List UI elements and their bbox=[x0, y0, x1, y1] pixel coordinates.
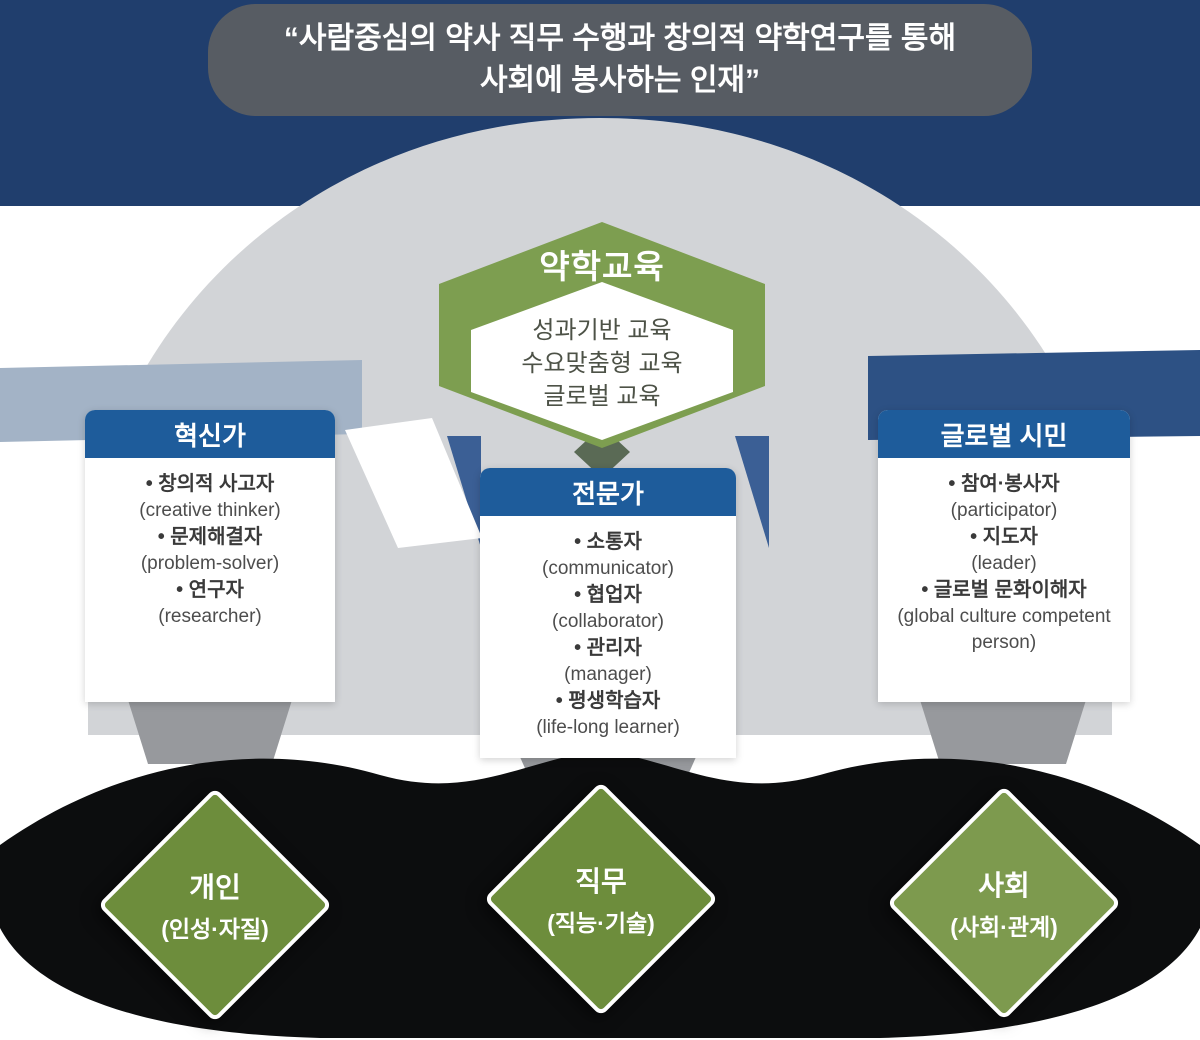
card-item-en: (global culture competent person) bbox=[897, 606, 1111, 653]
card-item-en: (communicator) bbox=[542, 558, 674, 579]
card-item-ko: • 지도자 bbox=[970, 526, 1038, 548]
card-item-en: (collaborator) bbox=[552, 611, 664, 632]
card-item-en: (manager) bbox=[564, 664, 652, 685]
vision-quote-bubble: “사람중심의 약사 직무 수행과 창의적 약학연구를 통해 사회에 봉사하는 인… bbox=[208, 4, 1032, 116]
card-innovator-body: • 창의적 사고자 (creative thinker) • 문제해결자 (pr… bbox=[85, 458, 335, 630]
card-item-ko: • 창의적 사고자 bbox=[145, 473, 275, 495]
card-global-citizen: 글로벌 시민 • 참여·봉사자 (participator) • 지도자 (le… bbox=[878, 410, 1130, 702]
vision-quote-line1: “사람중심의 약사 직무 수행과 창의적 약학연구를 통해 bbox=[283, 22, 957, 55]
card-innovator: 혁신가 • 창의적 사고자 (creative thinker) • 문제해결자… bbox=[85, 410, 335, 702]
diamond-line2: (인성·자질) bbox=[161, 916, 269, 942]
card-expert-title: 전문가 bbox=[480, 468, 736, 516]
card-global-citizen-body: • 참여·봉사자 (participator) • 지도자 (leader) •… bbox=[878, 458, 1130, 656]
card-item-ko: • 소통자 bbox=[574, 531, 642, 553]
pharmacy-education-hexagon: 약학교육 성과기반 교육 수요맞춤형 교육 글로벌 교육 bbox=[437, 220, 767, 460]
diamond-line2: (사회·관계) bbox=[950, 914, 1058, 940]
diamond-line1: 개인 bbox=[189, 872, 241, 903]
center-right-fold bbox=[735, 436, 769, 548]
card-item-ko: • 평생학습자 bbox=[555, 690, 661, 712]
white-arrow-shape bbox=[345, 418, 482, 548]
hexagon-item: 성과기반 교육 bbox=[532, 317, 672, 344]
card-item-ko: • 참여·봉사자 bbox=[948, 473, 1060, 495]
diamond-line1: 직무 bbox=[575, 866, 627, 897]
card-item-en: (leader) bbox=[971, 553, 1037, 574]
hexagon-item: 수요맞춤형 교육 bbox=[521, 350, 683, 377]
card-item-ko: • 연구자 bbox=[176, 579, 244, 601]
hexagon-items: 성과기반 교육 수요맞춤형 교육 글로벌 교육 bbox=[437, 314, 767, 413]
card-item-en: (problem-solver) bbox=[140, 553, 280, 574]
hexagon-shape bbox=[439, 222, 765, 448]
card-item-en: (researcher) bbox=[158, 606, 262, 627]
diamond-line2: (직능·기술) bbox=[547, 910, 655, 936]
right-card-stub bbox=[920, 700, 1086, 764]
card-item-ko: • 글로벌 문화이해자 bbox=[921, 579, 1087, 601]
hexagon-title: 약학교육 bbox=[539, 248, 665, 285]
card-expert: 전문가 • 소통자 (communicator) • 협업자 (collabor… bbox=[480, 468, 736, 758]
card-item-en: (life-long learner) bbox=[536, 717, 680, 738]
left-card-stub bbox=[128, 700, 292, 764]
diamond-personal-label: 개인 (인성·자질) bbox=[136, 826, 294, 984]
diamond-social-label: 사회 (사회·관계) bbox=[925, 824, 1083, 982]
card-global-citizen-title: 글로벌 시민 bbox=[878, 410, 1130, 458]
hexagon-inner bbox=[471, 282, 733, 440]
card-item-ko: • 문제해결자 bbox=[157, 526, 263, 548]
card-expert-body: • 소통자 (communicator) • 협업자 (collaborator… bbox=[480, 516, 736, 741]
card-item-ko: • 관리자 bbox=[574, 637, 642, 659]
card-item-ko: • 협업자 bbox=[574, 584, 642, 606]
card-item-en: (participator) bbox=[950, 500, 1058, 521]
card-innovator-title: 혁신가 bbox=[85, 410, 335, 458]
vision-quote-line2: 사회에 봉사하는 인재” bbox=[479, 64, 761, 97]
diamond-line1: 사회 bbox=[978, 870, 1030, 901]
card-item-en: (creative thinker) bbox=[139, 500, 281, 521]
diamond-job-label: 직무 (직능·기술) bbox=[522, 820, 680, 978]
hexagon-item: 글로벌 교육 bbox=[543, 383, 661, 410]
